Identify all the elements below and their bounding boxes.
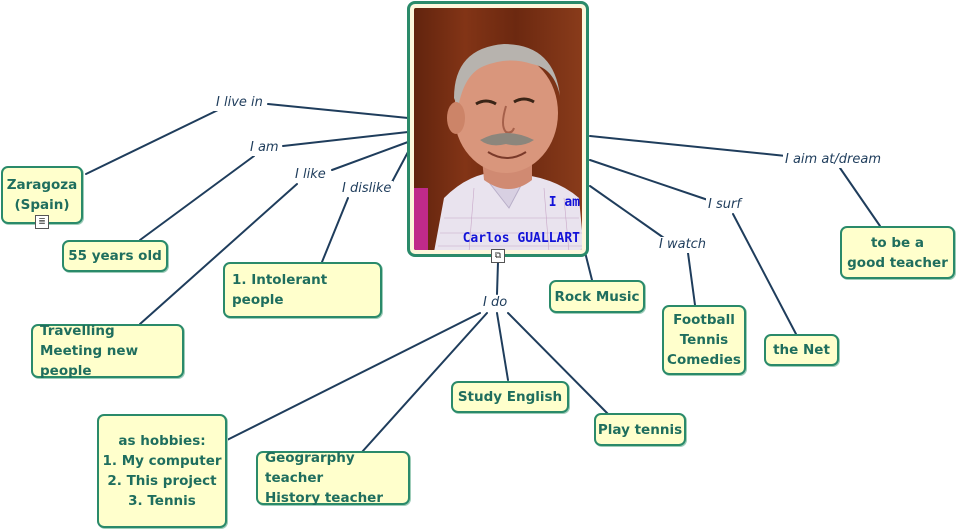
link-label-am: I am [248, 140, 281, 156]
node-dream[interactable]: to be a good teacher [840, 226, 955, 279]
link-line-surf [589, 159, 709, 201]
link-line-aim [589, 135, 787, 157]
link-label-live-in: I live in [214, 95, 265, 111]
node-text: 55 years old [68, 248, 162, 264]
note-icon[interactable]: ≣ [35, 215, 49, 229]
link-line-do [496, 261, 499, 295]
node-text: (Spain) [14, 197, 70, 213]
node-text: good teacher [847, 254, 948, 271]
node-dislikes[interactable]: 1. Intolerant people [223, 262, 382, 318]
node-text: Comedies [667, 352, 741, 368]
node-text: History teacher [265, 490, 383, 506]
link-line-do [361, 312, 488, 453]
link-label-do: I do [481, 295, 510, 311]
submap-icon[interactable]: ⧉ [491, 249, 505, 263]
link-line-dislike [321, 197, 349, 263]
node-age[interactable]: 55 years old [62, 240, 168, 272]
node-text: Study English [457, 389, 563, 405]
link-line-do [226, 312, 481, 441]
node-text: 2. This project [107, 473, 217, 489]
link-label-watch: I watch [657, 237, 709, 253]
node-text: 1. Intolerant people [232, 272, 328, 308]
node-text: to be a [870, 234, 925, 251]
node-text: Football [673, 312, 735, 328]
link-line-aim [839, 167, 881, 227]
link-line-do [496, 312, 509, 381]
portrait-image: I am Carlos GUALLART [414, 8, 582, 250]
link-line-surf [732, 213, 797, 335]
node-zaragoza[interactable]: Zaragoza (Spain) [1, 166, 83, 224]
node-text: Meeting new people [40, 343, 139, 379]
node-text: Rock Music [554, 288, 640, 305]
link-line-watch [687, 252, 696, 306]
link-label-surf: I surf [706, 197, 743, 213]
node-text: 3. Tennis [128, 493, 196, 509]
node-watch[interactable]: Football Tennis Comedies [662, 305, 746, 375]
link-line-do [507, 312, 609, 415]
node-study[interactable]: Study English [451, 381, 569, 413]
node-hobbies[interactable]: as hobbies: 1. My computer 2. This proje… [97, 414, 227, 528]
link-line-am [139, 155, 255, 241]
link-line-dislike [391, 151, 409, 183]
link-line-like [139, 183, 298, 325]
node-text: Geograrphy teacher [265, 450, 355, 486]
link-label-aim: I aim at/dream [783, 152, 884, 168]
link-line-like [331, 141, 409, 171]
node-text: Tennis [679, 332, 729, 348]
link-label-dislike: I dislike [340, 181, 394, 197]
center-caption-line1: I am [548, 195, 580, 210]
node-net[interactable]: the Net [764, 334, 839, 366]
node-text: the Net [773, 342, 830, 358]
node-likes[interactable]: Travelling Meeting new people [31, 323, 184, 379]
link-line-am [282, 131, 409, 147]
node-text: Zaragoza [6, 177, 78, 193]
link-line-live-in [267, 103, 409, 119]
node-text: Travelling [40, 323, 115, 339]
node-tennis[interactable]: Play tennis [594, 413, 686, 446]
node-text: 1. My computer [102, 453, 222, 469]
link-line-watch [589, 185, 665, 239]
link-label-like: I like [293, 167, 328, 183]
node-jobs[interactable]: Geograrphy teacher History teacher [256, 450, 410, 506]
center-photo-node[interactable]: I am Carlos GUALLART [407, 1, 589, 257]
node-text: Play tennis [597, 421, 683, 438]
center-caption-line2: Carlos GUALLART [462, 231, 580, 246]
link-line-live-in [85, 109, 219, 175]
node-text: as hobbies: [118, 433, 206, 449]
node-music[interactable]: Rock Music [549, 280, 645, 313]
